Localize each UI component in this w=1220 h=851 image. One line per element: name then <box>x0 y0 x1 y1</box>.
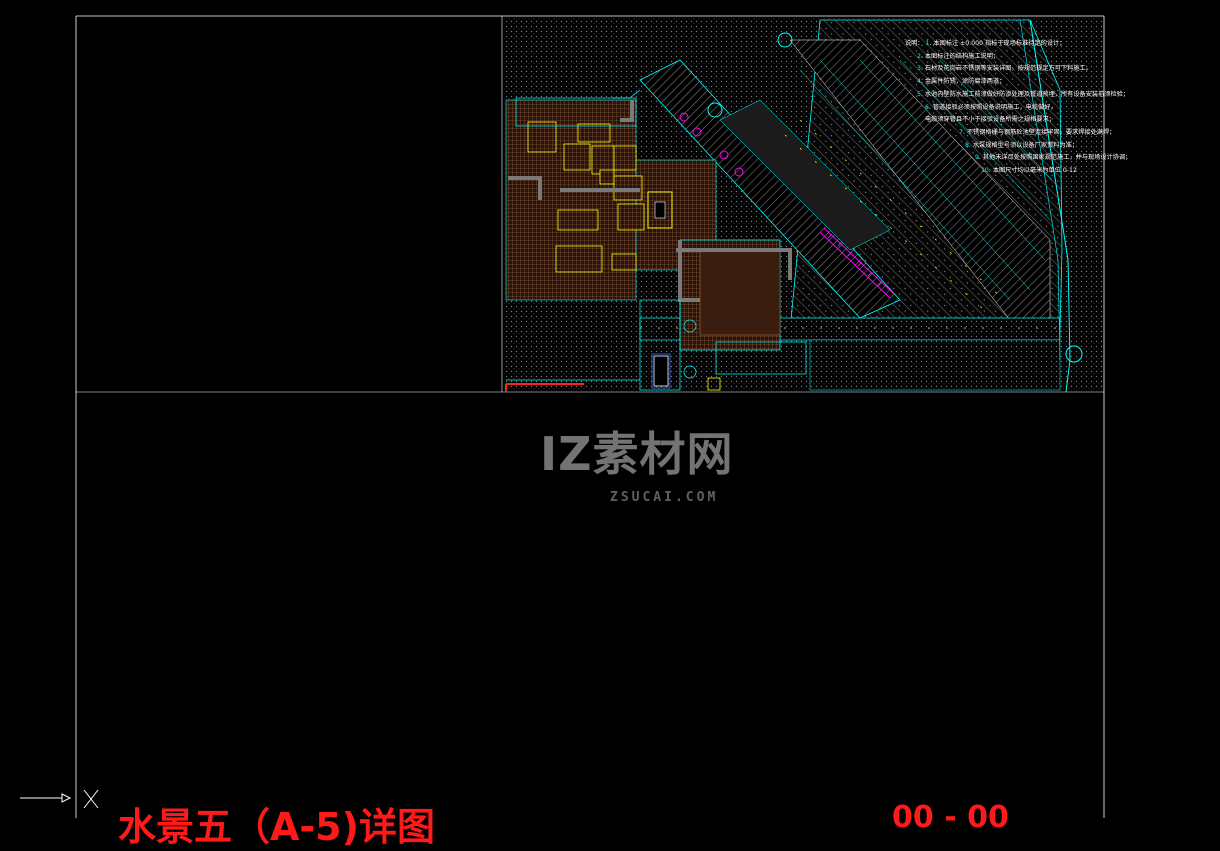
note-text: 本图尺寸均以毫米为单位 0-12 <box>992 167 1077 175</box>
drawing-frame <box>75 15 1105 818</box>
note-text: 水泵规格型号须以设备厂家资料为准； <box>972 141 1079 149</box>
watermark-text: IZ素材网 <box>540 427 734 481</box>
watermark-subtext: ZSUCAI.COM <box>610 490 719 505</box>
drawing-title: 水景五（A-5)详图 <box>118 805 435 849</box>
note-number: 10 <box>981 167 989 175</box>
note-number: 4 <box>917 78 921 86</box>
note-text: 水池内壁防水施工前须做好防渗处理及管道预埋，所有设备安装前须检验； <box>924 90 1130 98</box>
note-number: 2 <box>917 52 921 60</box>
cad-drawing-canvas <box>20 15 1105 818</box>
notes-label: 说明： <box>905 40 924 47</box>
note-number: 6 <box>925 103 929 111</box>
note-number: 9 <box>975 154 979 162</box>
note-text: 本图标注的结构施工说明； <box>924 52 1000 60</box>
note-number: 3 <box>917 65 921 73</box>
site-plan <box>504 17 1102 393</box>
note-number: 5 <box>917 90 921 98</box>
note-text: 管道接驳必须按照设备说明施工，电缆做好， <box>932 103 1057 111</box>
note-text: 不锈钢格栅与钢筋砼池壁连接牢固，要求焊接处满焊； <box>966 128 1116 136</box>
ucs-axis-icon <box>20 789 99 809</box>
note-text: 石材及花岗岩不锈钢等安装详图，按规范规定方可下料施工。 <box>924 65 1092 73</box>
note-text: 金属件防锈，涂防腐漆两道； <box>924 78 1006 86</box>
note-text: 电缆须穿管且不小于接驳设备所需之规格要求； <box>925 116 1055 124</box>
note-text: 本图标注 ±0.000 指标于现场标准待定的设计； <box>933 40 1066 47</box>
note-number: 7 <box>959 128 963 136</box>
general-notes: 说明： 1. 本图标注 ±0.000 指标于现场标准待定的设计； 2. 本图标注… <box>905 40 1132 175</box>
note-number: 1 <box>925 40 930 47</box>
note-text: 其他未详尽处按照国家规范施工，并与现场设计协调； <box>982 154 1132 162</box>
note-number: 8 <box>965 141 969 149</box>
